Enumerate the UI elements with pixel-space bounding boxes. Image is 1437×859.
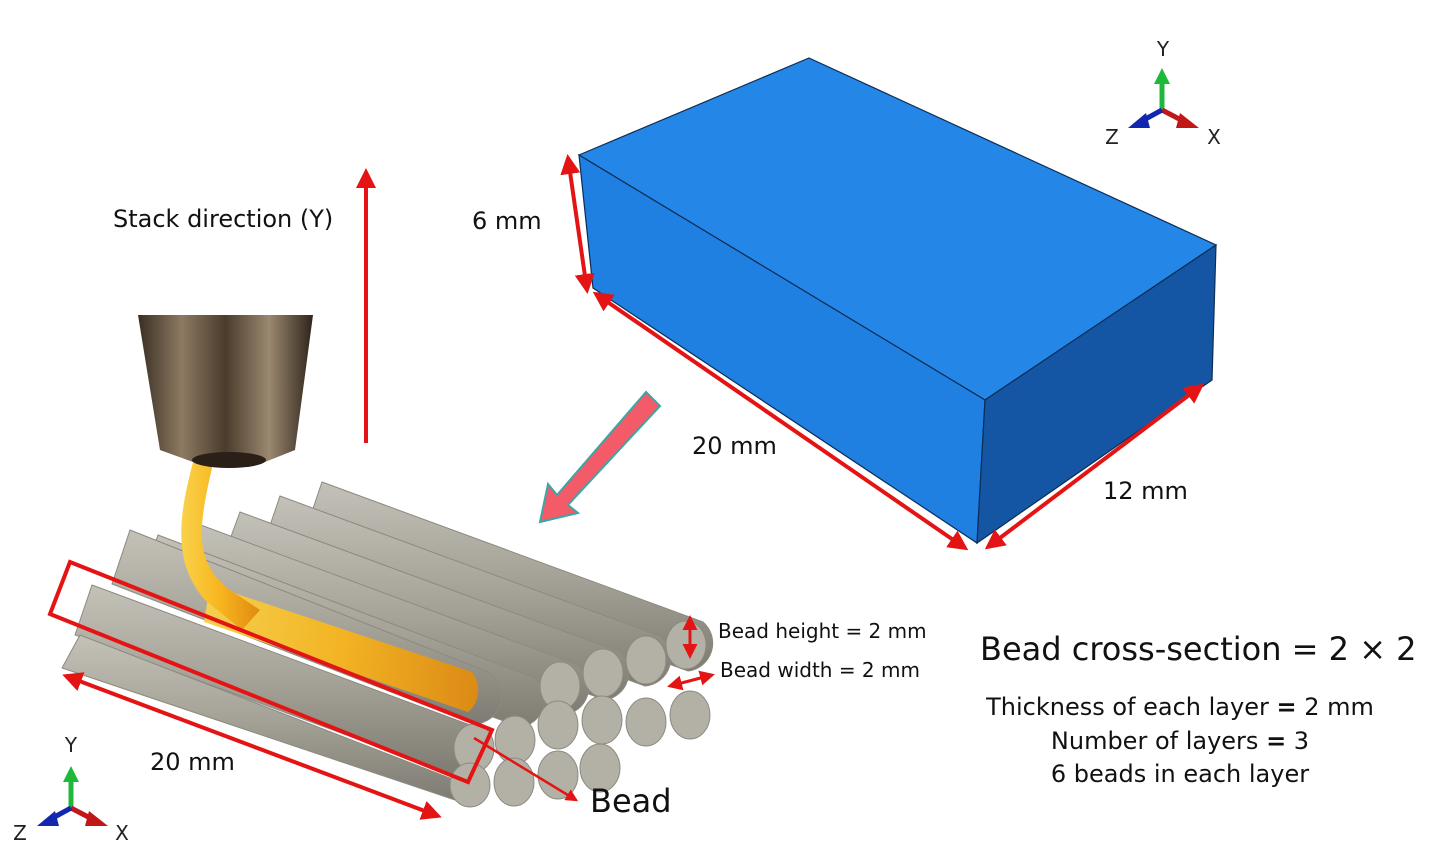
axis-y-label-top: Y <box>1156 37 1170 61</box>
cross-section-label: Bead cross-section = 2 × 2 <box>980 630 1417 668</box>
axis-x-label-top: X <box>1207 125 1221 149</box>
axis-x-label-bottom: X <box>115 821 129 845</box>
bead-label: Bead <box>590 782 672 820</box>
block-depth-arrow <box>984 383 1205 550</box>
extrusion-nozzle <box>138 315 313 468</box>
layer-thickness-line: Thickness of each layer = 2 mm <box>984 693 1376 721</box>
axis-y-label-bottom: Y <box>64 733 78 757</box>
solid-block <box>577 57 1218 545</box>
num-layers-line: Number of layers = 3 <box>984 727 1376 755</box>
bead-height-label: Bead height = 2 mm <box>718 619 927 643</box>
bead-width-arrow <box>667 670 715 691</box>
block-length-arrow <box>592 291 969 551</box>
num-layers-equals: = <box>1266 727 1287 755</box>
axis-triad-bottom <box>37 766 108 826</box>
stack-direction-label: Stack direction (Y) <box>113 205 334 233</box>
layer-thickness-equals: = <box>1276 693 1297 721</box>
bead-pointer-line <box>473 736 579 802</box>
block-height-label: 6 mm <box>472 207 542 235</box>
print-length-label: 20 mm <box>150 748 235 776</box>
layer-thickness-value: 2 mm <box>1296 693 1374 721</box>
axis-triad-top <box>1128 68 1199 128</box>
layer-thickness-prefix: Thickness of each layer <box>986 693 1277 721</box>
axis-z-label-bottom: Z <box>13 821 27 845</box>
bead-width-label: Bead width = 2 mm <box>720 658 920 682</box>
num-layers-prefix: Number of layers <box>1050 727 1267 755</box>
block-depth-label: 12 mm <box>1103 477 1188 505</box>
transition-arrow <box>538 390 662 524</box>
print-length-arrow <box>62 672 442 820</box>
beads-per-layer-line: 6 beads in each layer <box>1050 760 1310 788</box>
filament-strand <box>181 455 260 630</box>
block-length-label: 20 mm <box>692 432 777 460</box>
num-layers-value: 3 <box>1286 727 1310 755</box>
block-height-arrow <box>560 154 595 294</box>
axis-z-label-top: Z <box>1105 125 1119 149</box>
